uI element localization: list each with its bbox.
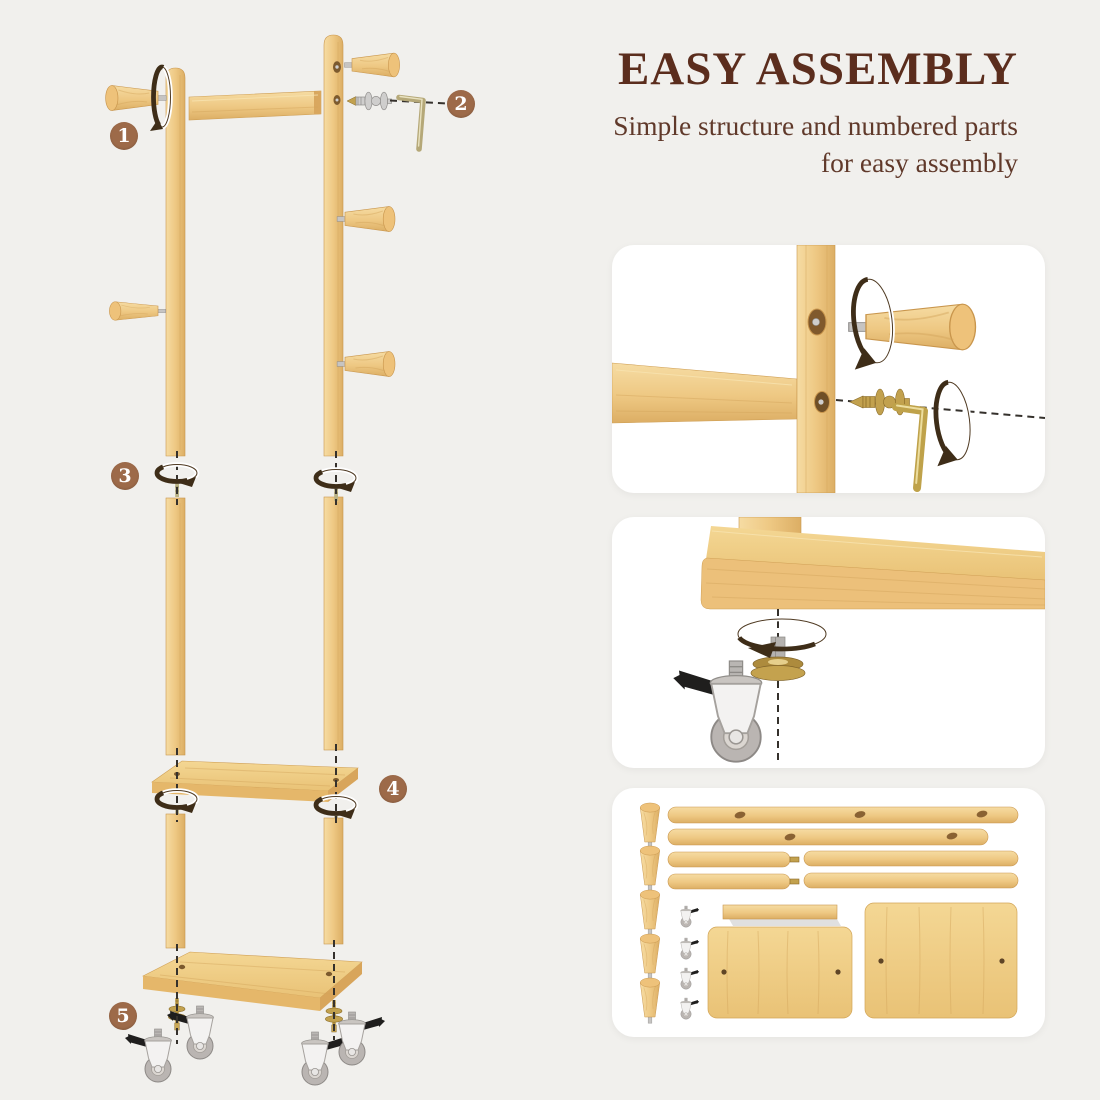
wood-peg-closeup	[847, 303, 977, 351]
subtitle-line2: for easy assembly	[820, 147, 1018, 178]
right-top-hook-floating	[344, 52, 401, 78]
pole-joint-screws	[175, 479, 338, 501]
subtitle: Simple structure and numbered parts for …	[613, 107, 1018, 181]
coat-rack-assembly-diagram	[105, 34, 448, 1086]
parts-overview-illustration	[639, 802, 1019, 1024]
inset-card-caster-detail	[612, 517, 1045, 768]
header: EASY ASSEMBLY Simple structure and numbe…	[613, 46, 1018, 181]
top-left-hook	[105, 84, 167, 112]
half-pole-parts	[667, 850, 1019, 890]
step-number-1: 1	[117, 125, 131, 147]
subtitle-line1: Simple structure and numbered parts	[613, 110, 1018, 141]
rotation-arrows	[150, 64, 356, 819]
right-lower-hook	[336, 350, 396, 378]
caster-closeup	[672, 660, 763, 763]
step-number-4: 4	[386, 778, 400, 800]
caster-parts	[680, 905, 700, 1020]
screw-washer-set	[346, 91, 392, 111]
step-badge-2: 2	[447, 90, 475, 118]
inset-card-hook-detail	[612, 245, 1045, 493]
step-badge-4: 4	[379, 775, 407, 803]
pole-closeup	[796, 245, 836, 493]
left-middle-hook	[108, 301, 167, 321]
base-board-closeup	[700, 526, 1045, 610]
caster-wheels	[124, 1005, 386, 1086]
long-pole-parts	[667, 806, 1019, 846]
rail-closeup	[612, 362, 798, 424]
screw-rotation-ring	[933, 379, 973, 467]
board-parts	[707, 902, 1018, 1019]
left-pole	[165, 67, 186, 756]
peg-parts	[639, 802, 661, 1024]
hex-key-closeup	[892, 403, 928, 492]
step-badge-1: 1	[110, 122, 138, 150]
caster-stem	[750, 636, 806, 681]
lower-left-pole	[165, 813, 186, 949]
page-title: EASY ASSEMBLY	[617, 43, 1018, 95]
step-badge-5: 5	[109, 1002, 137, 1030]
alignment-dash	[835, 399, 1045, 419]
lower-right-pole	[323, 817, 344, 945]
short-rail-part	[722, 904, 841, 926]
shelf-joint-screws	[175, 806, 338, 822]
step-number-3: 3	[118, 465, 132, 487]
step-number-2: 2	[454, 93, 468, 115]
step-badge-3: 3	[111, 462, 139, 490]
peg-rotation-ring	[851, 276, 895, 370]
top-hanging-rail	[188, 90, 322, 121]
right-pole	[323, 34, 344, 751]
caster-rotation-ring	[735, 616, 829, 658]
right-middle-hook	[336, 205, 396, 233]
bottom-board	[141, 951, 363, 1011]
hex-key	[396, 94, 426, 152]
caster-mounting-closeup	[672, 517, 1045, 763]
inset-card-parts-overview	[612, 788, 1045, 1037]
hook-and-screw-closeup	[612, 245, 1045, 493]
step-number-5: 5	[116, 1005, 130, 1027]
